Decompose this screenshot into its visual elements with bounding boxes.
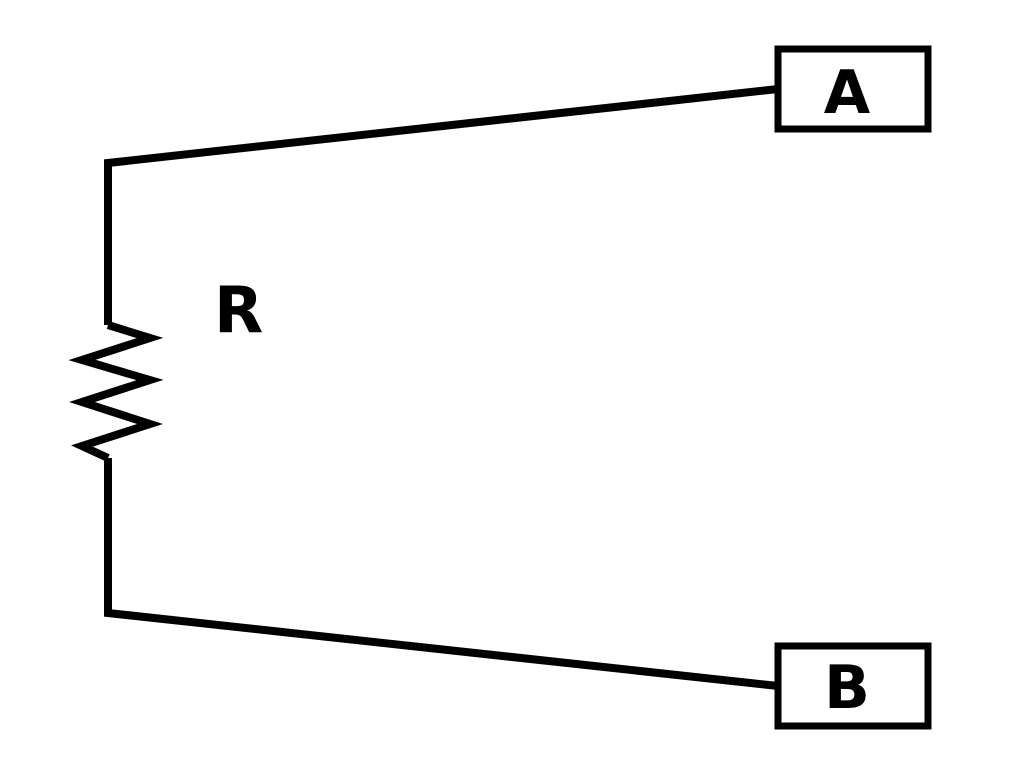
wire-to-terminal-b bbox=[104, 458, 779, 690]
wire-to-terminal-a bbox=[104, 85, 779, 325]
terminal-a: A bbox=[774, 45, 932, 133]
resistor-symbol bbox=[68, 321, 164, 462]
terminal-b: B bbox=[774, 642, 932, 730]
terminal-a-label: A bbox=[824, 58, 871, 128]
terminal-b-label: B bbox=[824, 653, 870, 723]
resistor-label: R bbox=[214, 274, 263, 348]
terminal-a-box bbox=[774, 45, 932, 133]
terminal-b-box bbox=[774, 642, 932, 730]
